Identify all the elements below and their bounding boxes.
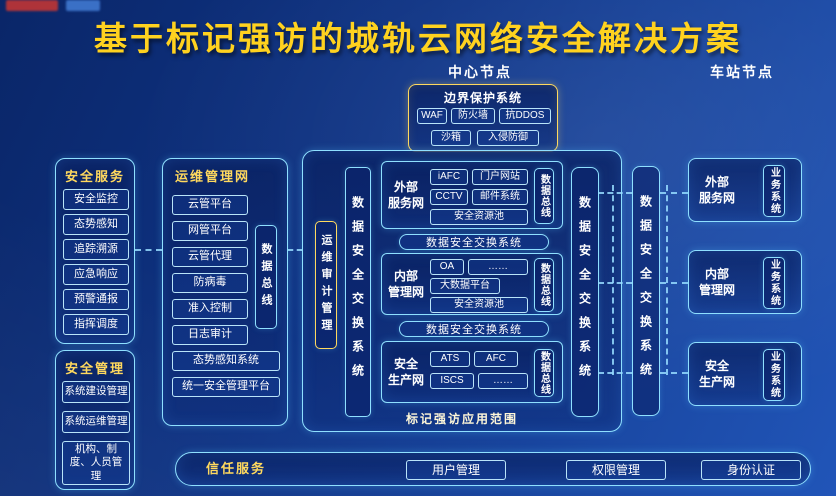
connector-station-1: [660, 192, 688, 194]
exchange-bar-right-inner: 数据安全交换系统: [571, 167, 599, 417]
org-rules-personnel-item: 机构、制度、人员管理: [62, 441, 130, 485]
security-services-panel: 安全服务 安全监控 态势感知 追踪溯源 应急响应 预警通报 指挥调度: [55, 158, 135, 344]
border-protection-panel: 边界保护系统 WAF 防火墙 抗DDOS 沙箱 入侵防御: [408, 84, 558, 152]
sandbox-item: 沙箱: [431, 130, 471, 146]
cctv-item: CCTV: [430, 189, 468, 205]
bigdata-platform-item: 大数据平台: [430, 278, 500, 294]
external-service-net-label: 外部 服务网: [387, 179, 424, 210]
cloud-agent-item: 云管代理: [172, 247, 248, 267]
afc-item: AFC: [474, 351, 518, 367]
oa-item: OA: [430, 259, 464, 275]
trace-source-item: 追踪溯源: [63, 239, 129, 260]
log-audit-item: 日志审计: [172, 325, 248, 345]
logo-blue-mark: [66, 0, 101, 11]
station-production-business-system: 业务系统: [763, 349, 785, 401]
page-title: 基于标记强访的城轨云网络安全解决方案: [94, 20, 742, 57]
unified-security-platform-item: 统一安全管理平台: [172, 377, 280, 397]
om-audit-bar: 运维审计管理: [315, 221, 337, 349]
production-net-data-bus: 数据总线: [534, 349, 554, 397]
ips-item: 入侵防御: [477, 130, 539, 146]
tagged-access-scope-label: 标记强访应用范围: [405, 412, 518, 426]
connector-vertical-inner: [612, 185, 614, 375]
early-warning-item: 预警通报: [63, 289, 129, 310]
security-management-panel: 安全管理 系统建设管理 系统运维管理 机构、制度、人员管理: [55, 350, 135, 490]
permission-management-item: 权限管理: [566, 460, 666, 480]
connector-ext-3: [598, 372, 632, 374]
portal-site-item: 门户网站: [472, 169, 528, 185]
emergency-response-item: 应急响应: [63, 264, 129, 285]
external-service-net-panel: 外部 服务网 iAFC 门户网站 CCTV 邮件系统 安全资源池 数据总线: [381, 161, 563, 229]
center-node-panel: 运维审计管理 数据安全交换系统 外部 服务网 iAFC 门户网站 CCTV 邮件…: [302, 150, 622, 432]
exchange-bar-left: 数据安全交换系统: [345, 167, 371, 417]
iscs-item: ISCS: [430, 373, 474, 389]
security-monitor-item: 安全监控: [63, 189, 129, 210]
connector-ext-2: [598, 282, 632, 284]
station-production-net-label: 安全 生产网: [698, 358, 735, 389]
station-internal-net-panel: 内部 管理网 业务系统: [688, 250, 802, 314]
internal-net-data-bus: 数据总线: [534, 258, 554, 312]
system-construction-item: 系统建设管理: [62, 381, 130, 403]
mail-system-item: 邮件系统: [472, 189, 528, 205]
net-mgmt-platform-item: 网管平台: [172, 221, 248, 241]
om-data-bus-label: 数据总线: [260, 243, 272, 311]
production-net-label: 安全 生产网: [387, 356, 424, 387]
external-net-data-bus: 数据总线: [534, 168, 554, 224]
user-management-item: 用户管理: [406, 460, 506, 480]
antivirus-item: 防病毒: [172, 273, 248, 293]
connector-station-2: [660, 282, 688, 284]
trust-services-bar: 信任服务 用户管理 权限管理 身份认证: [175, 452, 811, 486]
antiddos-item: 抗DDOS: [499, 108, 551, 124]
internal-management-net-panel: 内部 管理网 OA …… 大数据平台 安全资源池 数据总线: [381, 253, 563, 315]
connector-om-to-center: [288, 249, 302, 251]
command-dispatch-item: 指挥调度: [63, 314, 129, 335]
ats-item: ATS: [430, 351, 470, 367]
access-control-item: 准入控制: [172, 299, 248, 319]
exchange-pill-2: 数据安全交换系统: [399, 321, 549, 337]
connector-vertical-outer: [666, 185, 668, 375]
resource-pool-item: 安全资源池: [430, 209, 528, 225]
ellipsis-item: ……: [468, 259, 528, 275]
station-external-net-panel: 外部 服务网 业务系统: [688, 158, 802, 222]
identity-auth-item: 身份认证: [701, 460, 801, 480]
logo-red-mark: [6, 0, 58, 11]
connector-ext-1: [598, 192, 632, 194]
om-audit-label: 运维审计管理: [320, 234, 332, 336]
logo-watermark: [6, 0, 116, 13]
waf-item: WAF: [417, 108, 447, 124]
security-services-title: 安全服务: [64, 169, 125, 184]
border-protection-title: 边界保护系统: [443, 91, 522, 105]
cloud-mgmt-platform-item: 云管平台: [172, 195, 248, 215]
om-network-panel: 运维管理网 云管平台 网管平台 云管代理 防病毒 准入控制 日志审计 态势感知系…: [162, 158, 288, 426]
firewall-item: 防火墙: [451, 108, 495, 124]
production-net-panel: 安全 生产网 ATS AFC ISCS …… 数据总线: [381, 341, 563, 403]
om-network-title: 运维管理网: [175, 169, 251, 184]
connector-station-3: [660, 372, 688, 374]
station-external-net-label: 外部 服务网: [698, 174, 735, 205]
om-data-bus: 数据总线: [255, 225, 277, 329]
situation-aware-system-item: 态势感知系统: [172, 351, 280, 371]
connector-services-to-om: [135, 249, 162, 251]
system-operation-item: 系统运维管理: [62, 411, 130, 433]
security-management-title: 安全管理: [64, 361, 125, 376]
station-internal-business-system: 业务系统: [763, 257, 785, 309]
station-internal-net-label: 内部 管理网: [698, 266, 735, 297]
station-external-business-system: 业务系统: [763, 165, 785, 217]
iafc-item: iAFC: [430, 169, 468, 185]
ellipsis-item: ……: [478, 373, 528, 389]
internal-management-net-label: 内部 管理网: [387, 268, 424, 299]
station-node-label: 车站节点: [710, 64, 774, 80]
exchange-pill-1: 数据安全交换系统: [399, 234, 549, 250]
exchange-bar-left-label: 数据安全交换系统: [350, 196, 365, 388]
center-node-label: 中心节点: [448, 64, 512, 80]
resource-pool-item: 安全资源池: [430, 297, 528, 313]
station-production-net-panel: 安全 生产网 业务系统: [688, 342, 802, 406]
situation-aware-item: 态势感知: [63, 214, 129, 235]
trust-services-title: 信任服务: [206, 461, 267, 476]
exchange-bar-outer: 数据安全交换系统: [632, 166, 660, 416]
